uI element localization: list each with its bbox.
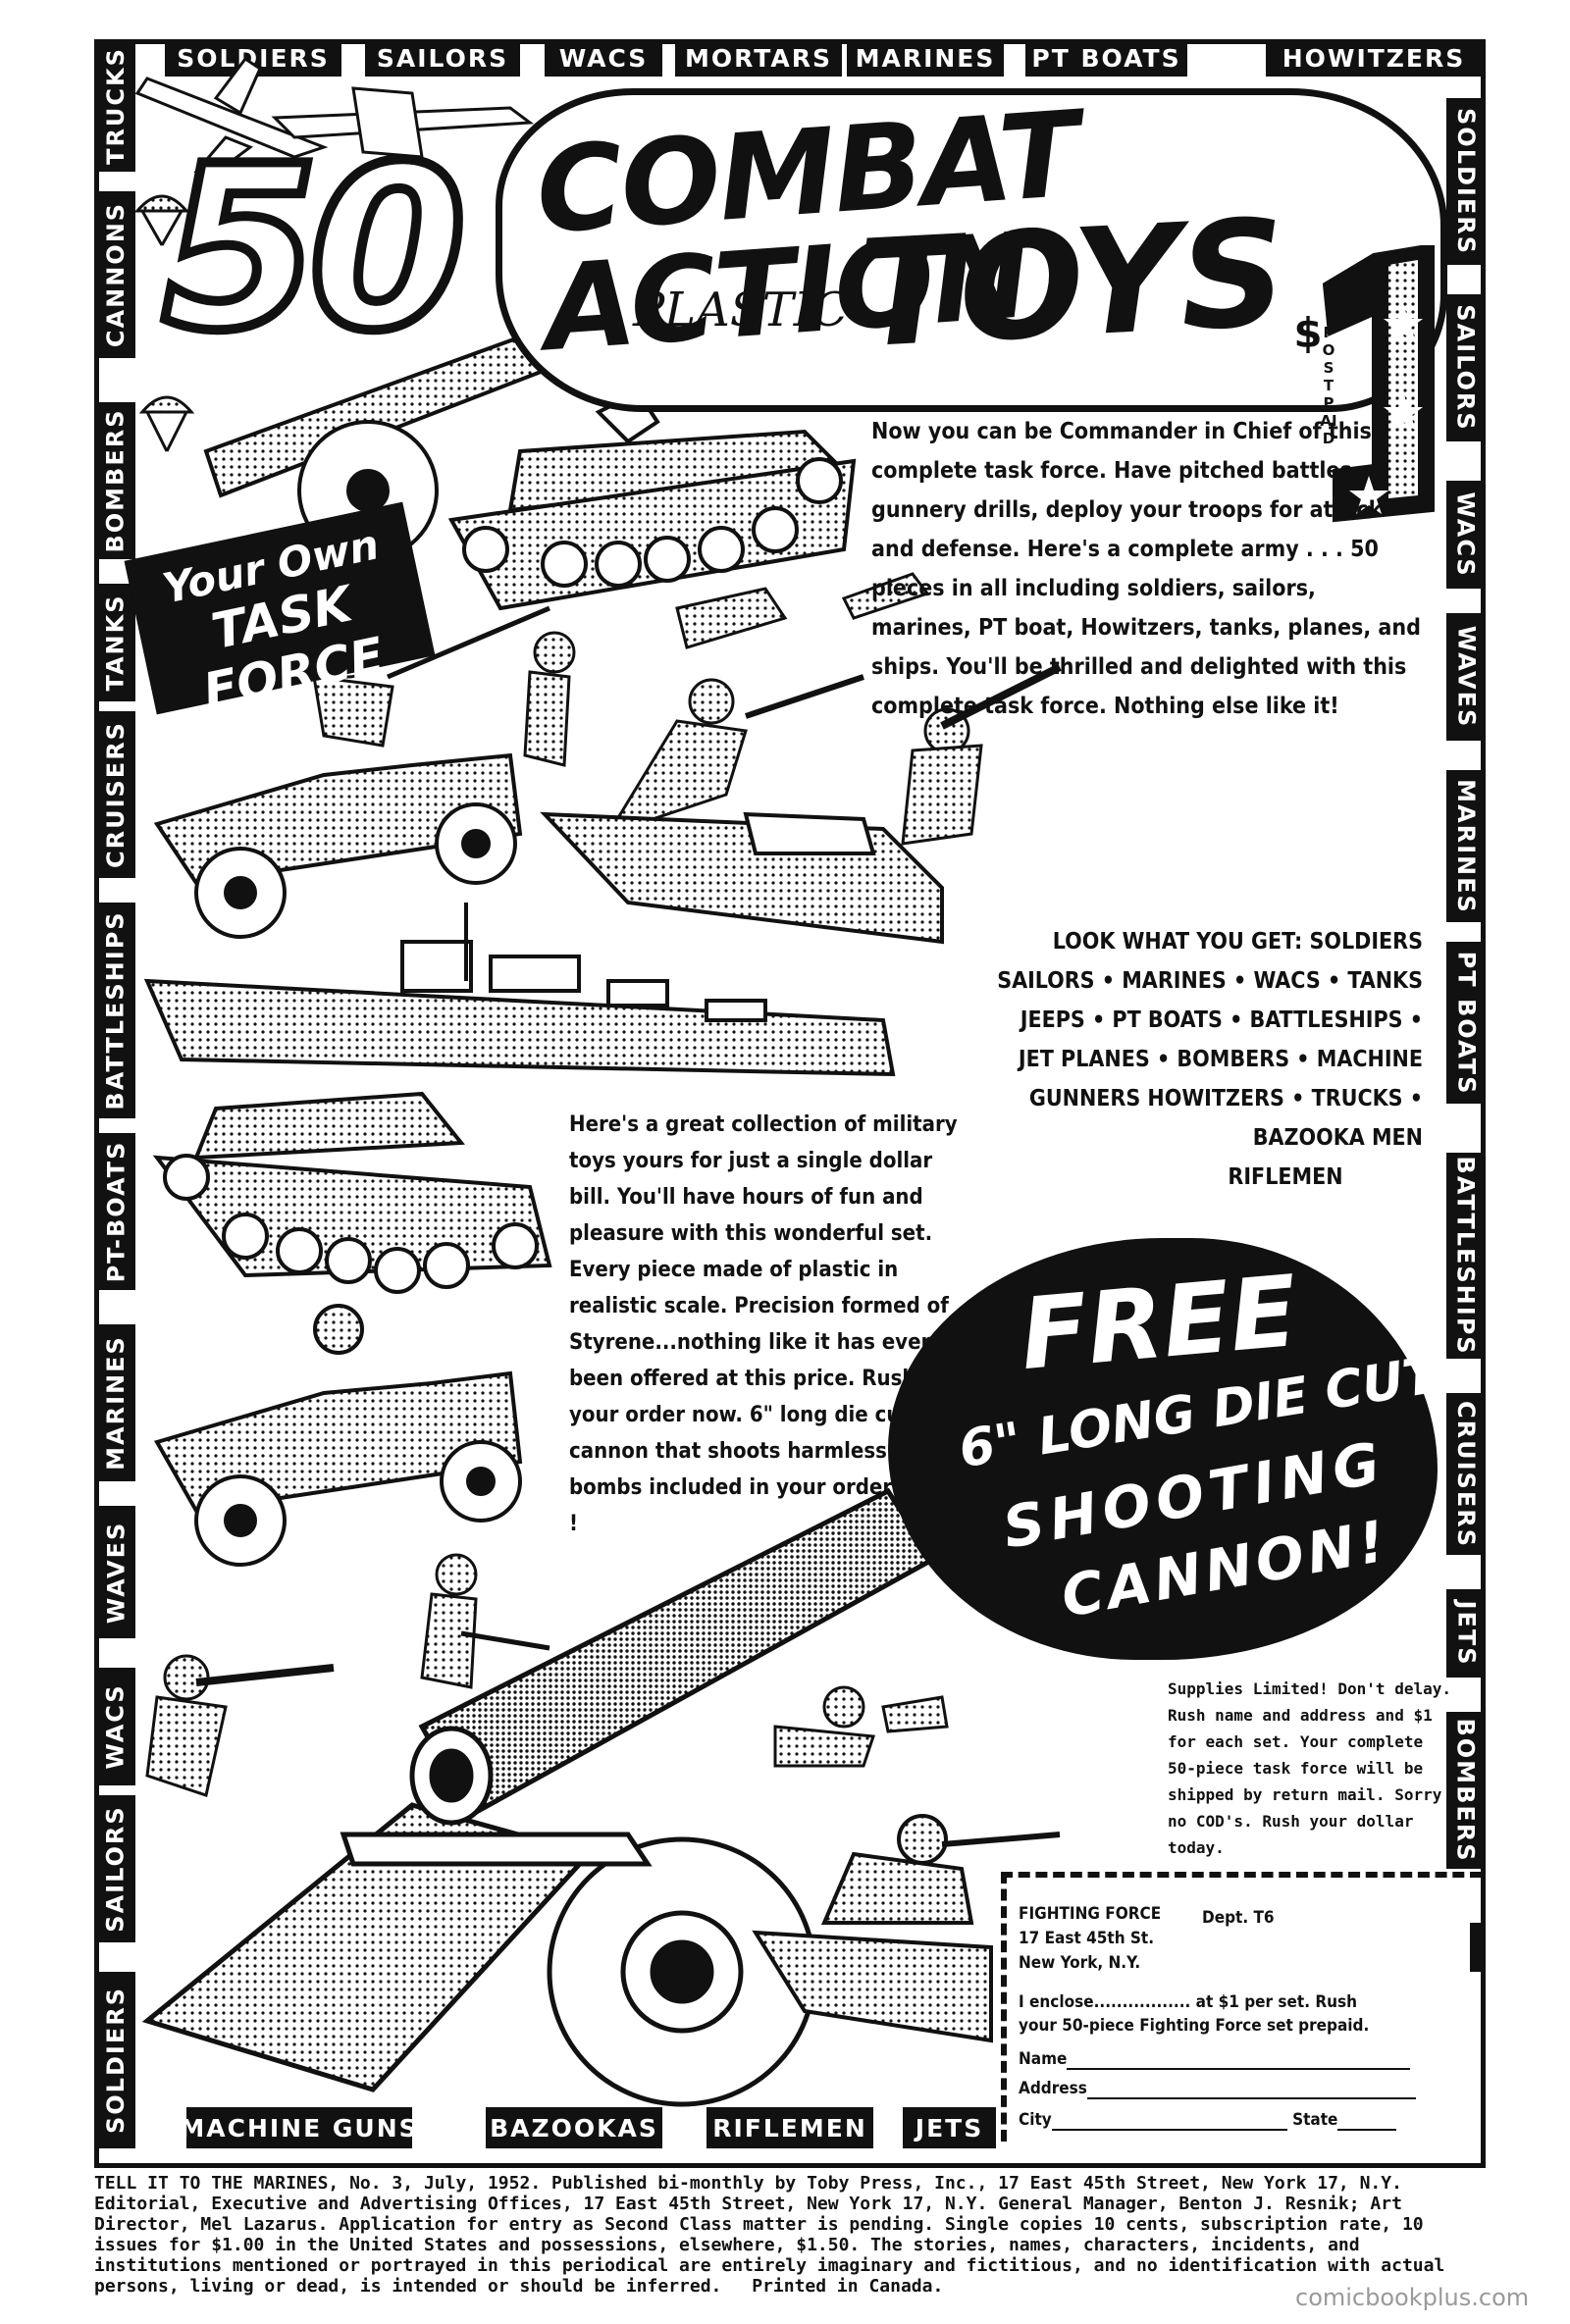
contents-list: LOOK WHAT YOU GET: SOLDIERS SAILORS • MA…	[981, 922, 1423, 1197]
headline-toys: TOYS	[854, 187, 1290, 382]
coupon-address-field[interactable]: Address	[1019, 2078, 1416, 2099]
pt-boat-icon	[752, 1814, 1061, 2043]
left-tag-cannons: CANNONS	[96, 191, 135, 358]
bottom-tag-machine-guns: MACHINE GUNS	[180, 2107, 417, 2148]
right-tag-bombers: BOMBERS	[1446, 1712, 1486, 1869]
top-tag-pt-boats: PT BOATS	[1025, 39, 1187, 77]
parachute-icon	[133, 194, 195, 452]
headline-plastic: PLASTIC	[633, 283, 849, 337]
right-tag-battleships: BATTLESHIPS	[1446, 1153, 1486, 1359]
bottom-tag-riflemen: RIFLEMEN	[706, 2107, 873, 2148]
coupon-address-label: Address	[1019, 2079, 1087, 2098]
bottom-tag-bazookas: BAZOOKAS	[486, 2107, 662, 2148]
top-tag-wacs: WACS	[545, 39, 662, 77]
left-tag-sailors: SAILORS	[96, 1795, 135, 1942]
order-coupon	[1001, 1872, 1482, 2142]
publication-footer: TELL IT TO THE MARINES, No. 3, July, 195…	[94, 2173, 1488, 2297]
left-tag-cruisers: CRUISERS	[96, 711, 135, 878]
right-tag-wacs: WACS	[1446, 481, 1486, 589]
top-tag-howitzers: HOWITZERS	[1266, 39, 1482, 77]
coupon-name-field[interactable]: Name	[1019, 2048, 1411, 2070]
coupon-company: FIGHTING FORCE	[1019, 1904, 1162, 1924]
right-tag-marines: MARINES	[1446, 770, 1486, 922]
free-cannon-cloud	[888, 1238, 1438, 1660]
dollar-sign: $	[1293, 309, 1323, 357]
coupon-state-label: State	[1292, 2110, 1338, 2130]
left-tag-tanks: TANKS	[96, 584, 135, 701]
left-tag-wacs: WACS	[96, 1668, 135, 1785]
right-tag-pt-boats: PT BOATS	[1446, 942, 1486, 1104]
left-tag-waves: WAVES	[96, 1506, 135, 1638]
left-tag-bombers: BOMBERS	[96, 402, 135, 559]
coupon-city: New York, N.Y.	[1019, 1953, 1141, 1973]
coupon-enclose2: your 50-piece Fighting Force set prepaid…	[1019, 2016, 1370, 2036]
top-tag-sailors: SAILORS	[365, 39, 520, 77]
headline-50: 50	[157, 119, 471, 381]
coupon-name-label: Name	[1019, 2049, 1068, 2069]
coupon-enclose: I enclose................. at $1 per set…	[1019, 1992, 1358, 2012]
left-tag-pt-boats: PT-BOATS	[96, 1133, 135, 1290]
coupon-city-label: City	[1019, 2110, 1052, 2130]
left-tag-soldiers: SOLDIERS	[96, 1972, 135, 2148]
collection-copy: Here's a great collection of military to…	[569, 1112, 958, 1536]
left-tag-marines: MARINES	[96, 1324, 135, 1481]
right-tag-soldiers: SOLDIERS	[1446, 98, 1486, 265]
postpaid-label: POSTPAID	[1320, 324, 1337, 447]
soldier-figures-icon	[145, 1553, 949, 1797]
bottom-tag-jets: JETS	[903, 2107, 996, 2148]
right-tag-sailors: SAILORS	[1446, 294, 1486, 441]
contents-list-text: LOOK WHAT YOU GET: SOLDIERS SAILORS • MA…	[997, 929, 1423, 1151]
right-tag-cruisers: CRUISERS	[1446, 1393, 1486, 1555]
intro-copy: Now you can be Commander in Chief of thi…	[871, 419, 1421, 719]
site-watermark: comicbookplus.com	[1295, 2284, 1530, 2311]
jeep-icon	[154, 1304, 523, 1567]
coupon-city-state-field[interactable]: City State	[1019, 2109, 1397, 2131]
footer-printed: Printed in Canada.	[752, 2276, 944, 2297]
bomber-plane-icon	[271, 86, 535, 159]
top-tag-mortars: MORTARS	[675, 39, 842, 77]
left-tag-battleships: BATTLESHIPS	[96, 903, 135, 1118]
supplies-copy: Supplies Limited! Don't delay. Rush name…	[1168, 1679, 1451, 1857]
footer-text: TELL IT TO THE MARINES, No. 3, July, 195…	[94, 2173, 1445, 2297]
tank-icon	[447, 389, 857, 611]
soldier-figures-icon	[312, 572, 1062, 846]
free-word: FREE	[1016, 1253, 1302, 1393]
jeep-icon	[153, 752, 523, 939]
contents-list-last: RIFLEMEN	[1228, 1164, 1343, 1190]
coupon-edge-mark	[1470, 1923, 1484, 1972]
coupon-street: 17 East 45th St.	[1019, 1929, 1155, 1948]
tank-icon	[152, 1091, 552, 1294]
price-one-dollar	[1322, 245, 1435, 523]
top-tag-marines: MARINES	[847, 39, 1004, 77]
battleship-icon	[143, 903, 896, 1077]
left-tag-trucks: TRUCKS	[96, 39, 135, 172]
jet-plane-icon	[134, 56, 329, 179]
right-tag-waves: WAVES	[1446, 613, 1486, 741]
right-tag-jets: JETS	[1446, 1589, 1486, 1678]
coupon-dept: Dept. T6	[1202, 1908, 1275, 1928]
pt-boat-icon	[540, 811, 944, 945]
headline-cloud	[496, 88, 1447, 412]
